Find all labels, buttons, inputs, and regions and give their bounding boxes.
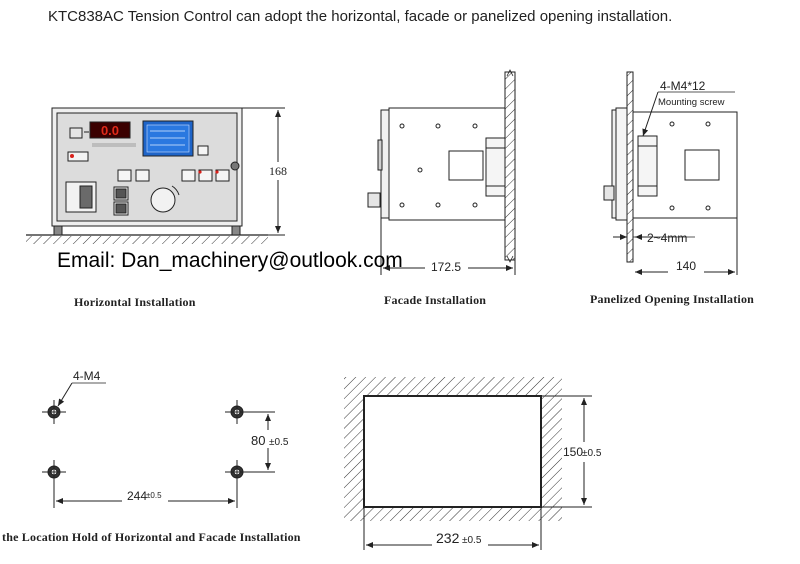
caption-facade: Facade Installation — [384, 293, 487, 307]
panel-screw-note: Mounting screw — [658, 97, 725, 108]
cutout-width-dimension: 232 — [436, 530, 460, 546]
mounting-hole-top-right — [225, 400, 249, 424]
cutout-height-tolerance: ±0.5 — [582, 448, 602, 459]
hole-vertical-dimension: 80 — [251, 433, 265, 448]
panel-width-dimension: 140 — [676, 259, 696, 273]
hole-horizontal-dimension: 244 — [127, 489, 147, 503]
panelized-installation-figure: 4-M4*12 Mounting screw 2~4mm 140 — [603, 71, 738, 275]
facade-installation-figure: 172.5 — [367, 69, 516, 275]
mounting-hole-top-left — [42, 400, 66, 424]
hole-horizontal-tolerance: ±0.5 — [146, 491, 162, 500]
horizontal-installation-figure: 0.0 — [26, 107, 287, 244]
panel-gap-dimension: 2~4mm — [647, 231, 687, 245]
caption-location-hold: the Location Hold of Horizontal and Faca… — [2, 530, 301, 544]
hole-location-figure: 4-M4 80 ±0.5 244 ±0.5 — [42, 369, 289, 508]
caption-horizontal: Horizontal Installation — [74, 295, 196, 309]
panel-screw-spec: 4-M4*12 — [660, 79, 706, 93]
mounting-hole-bottom-right — [225, 460, 249, 484]
page-title: KTC838AC Tension Control can adopt the h… — [48, 8, 673, 25]
cutout-height-dimension: 150 — [563, 445, 583, 459]
caption-panelized: Panelized Opening Installation — [590, 292, 755, 306]
horizontal-height-dimension: 168 — [269, 164, 287, 178]
contact-watermark: Email: Dan_machinery@outlook.com — [57, 249, 403, 272]
panel-cutout-figure: 150 ±0.5 232 ±0.5 — [344, 377, 602, 550]
facade-width-dimension: 172.5 — [431, 260, 461, 274]
hole-vertical-tolerance: ±0.5 — [269, 437, 289, 448]
led-readout: 0.0 — [101, 123, 119, 138]
hole-spec: 4-M4 — [73, 369, 101, 383]
cutout-width-tolerance: ±0.5 — [462, 535, 482, 546]
